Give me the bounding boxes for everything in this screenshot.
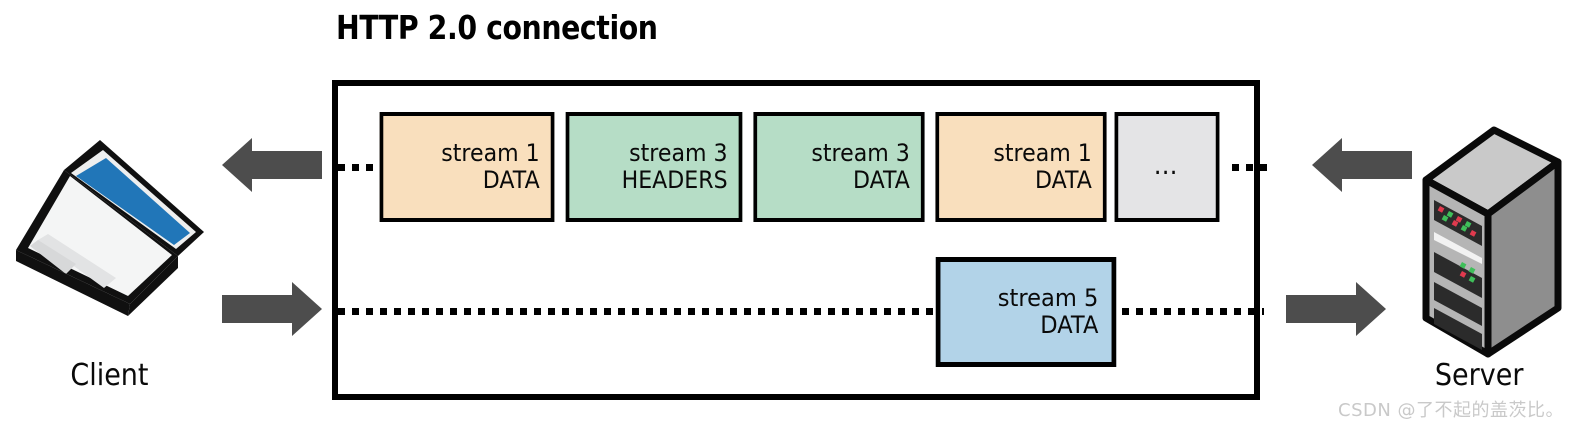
frame-stream-5-data: stream 5 DATA <box>935 257 1117 367</box>
frame-ellipsis: … <box>1114 112 1220 222</box>
dotted-line-top-right <box>1232 164 1270 171</box>
frame-label-line1: stream 5 <box>997 283 1099 312</box>
frame-label-line2: HEADERS <box>621 166 728 194</box>
arrow-from-server <box>1312 138 1412 192</box>
frame-label-line2: DATA <box>482 166 540 194</box>
server-label: Server <box>1434 358 1524 393</box>
frame-stream-3-data: stream 3 DATA <box>753 112 925 222</box>
frame-label-line2: DATA <box>852 166 910 194</box>
client-label: Client <box>70 358 149 393</box>
frame-label-line1: stream 1 <box>441 138 540 167</box>
frame-row-top: stream 1 DATA stream 3 HEADERS stream 3 … <box>372 112 1220 222</box>
laptop-icon <box>8 128 218 348</box>
arrow-from-client <box>222 282 322 336</box>
watermark-text: CSDN @了不起的盖茨比。 <box>1338 400 1565 421</box>
led-indicators <box>1437 206 1477 237</box>
frame-label-ellipsis: … <box>1153 151 1181 182</box>
arrow-to-server <box>1286 282 1386 336</box>
arrow-to-client <box>222 138 322 192</box>
frame-label-line2: DATA <box>1040 311 1099 339</box>
frame-label-line2: DATA <box>1034 166 1092 194</box>
frame-stream-1-data: stream 1 DATA <box>379 112 555 222</box>
frame-label-line1: stream 1 <box>993 138 1092 167</box>
frame-stream-1-data-2: stream 1 DATA <box>935 112 1107 222</box>
frame-stream-3-headers: stream 3 HEADERS <box>565 112 743 222</box>
dotted-line-top-left <box>338 164 374 171</box>
dotted-line-bottom <box>338 308 1264 315</box>
server-tower-icon <box>1416 122 1566 362</box>
frame-label-line1: stream 3 <box>629 138 728 167</box>
page-title: HTTP 2.0 connection <box>336 8 658 47</box>
led-indicators-secondary <box>1459 262 1476 283</box>
frame-label-line1: stream 3 <box>811 138 910 167</box>
